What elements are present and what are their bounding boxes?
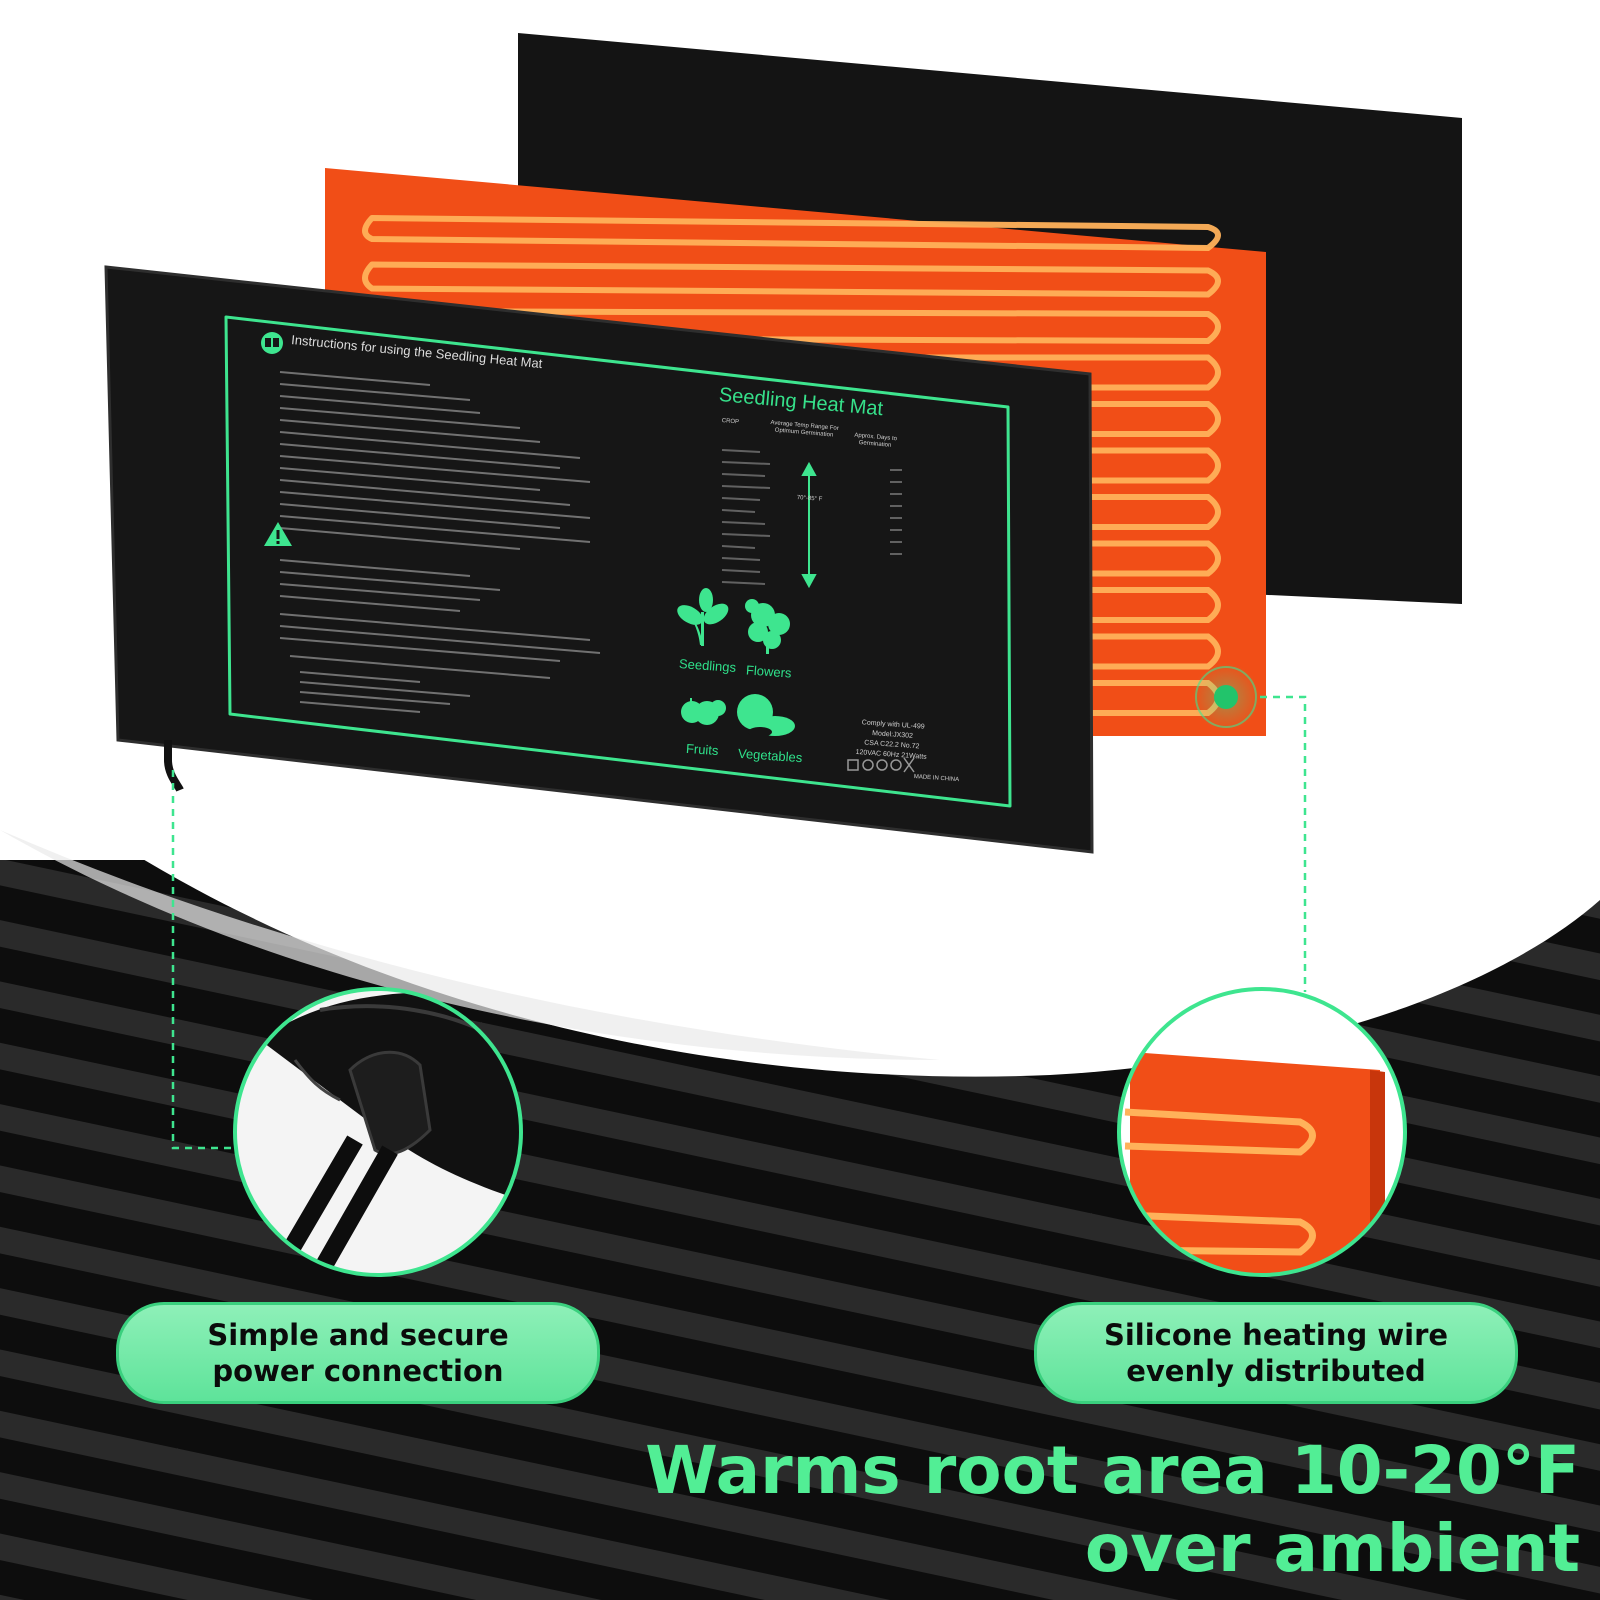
vegetables-icon [737,694,795,737]
heating-wire-loop [362,261,1221,298]
category-fruits: Fruits [685,740,719,759]
compliance-block: Comply with UL-499 Model:JX302 CSA C22.2… [855,718,929,763]
book-icon [261,332,283,354]
callout-right-line2: evenly distributed [1126,1354,1426,1388]
flowers-icon [745,599,790,654]
mat-green-border [224,315,1012,808]
fruits-icon [681,698,726,725]
callout-left-line1: Simple and secure [207,1318,509,1352]
cord-closeup-border [233,987,523,1277]
callout-power-connection: Simple and secure power connection [116,1302,600,1404]
marker-dot [1214,685,1238,709]
cord-closeup [235,989,521,1275]
wire-closeup [1119,989,1405,1275]
warning-icon [264,522,292,546]
callout-left-line2: power connection [212,1354,504,1388]
heating-wire-loop [362,215,1221,252]
crop-table-lines [721,449,902,585]
callout-right-line1: Silicone heating wire [1103,1318,1449,1352]
temp-arrow [801,461,817,589]
seedlings-icon [677,588,729,646]
wire-closeup-border [1117,987,1407,1277]
certification-icons [847,757,915,773]
headline: Warms root area 10-20°F over ambient tem… [640,1432,1580,1600]
instruction-lines [279,371,601,713]
dashed-connectors [171,695,1307,1150]
headline-line2: over ambient temperature [1084,1510,1580,1600]
category-flowers: Flowers [745,662,792,681]
headline-line1: Warms root area 10-20°F [645,1432,1580,1509]
callout-heating-wire: Silicone heating wire evenly distributed [1034,1302,1518,1404]
